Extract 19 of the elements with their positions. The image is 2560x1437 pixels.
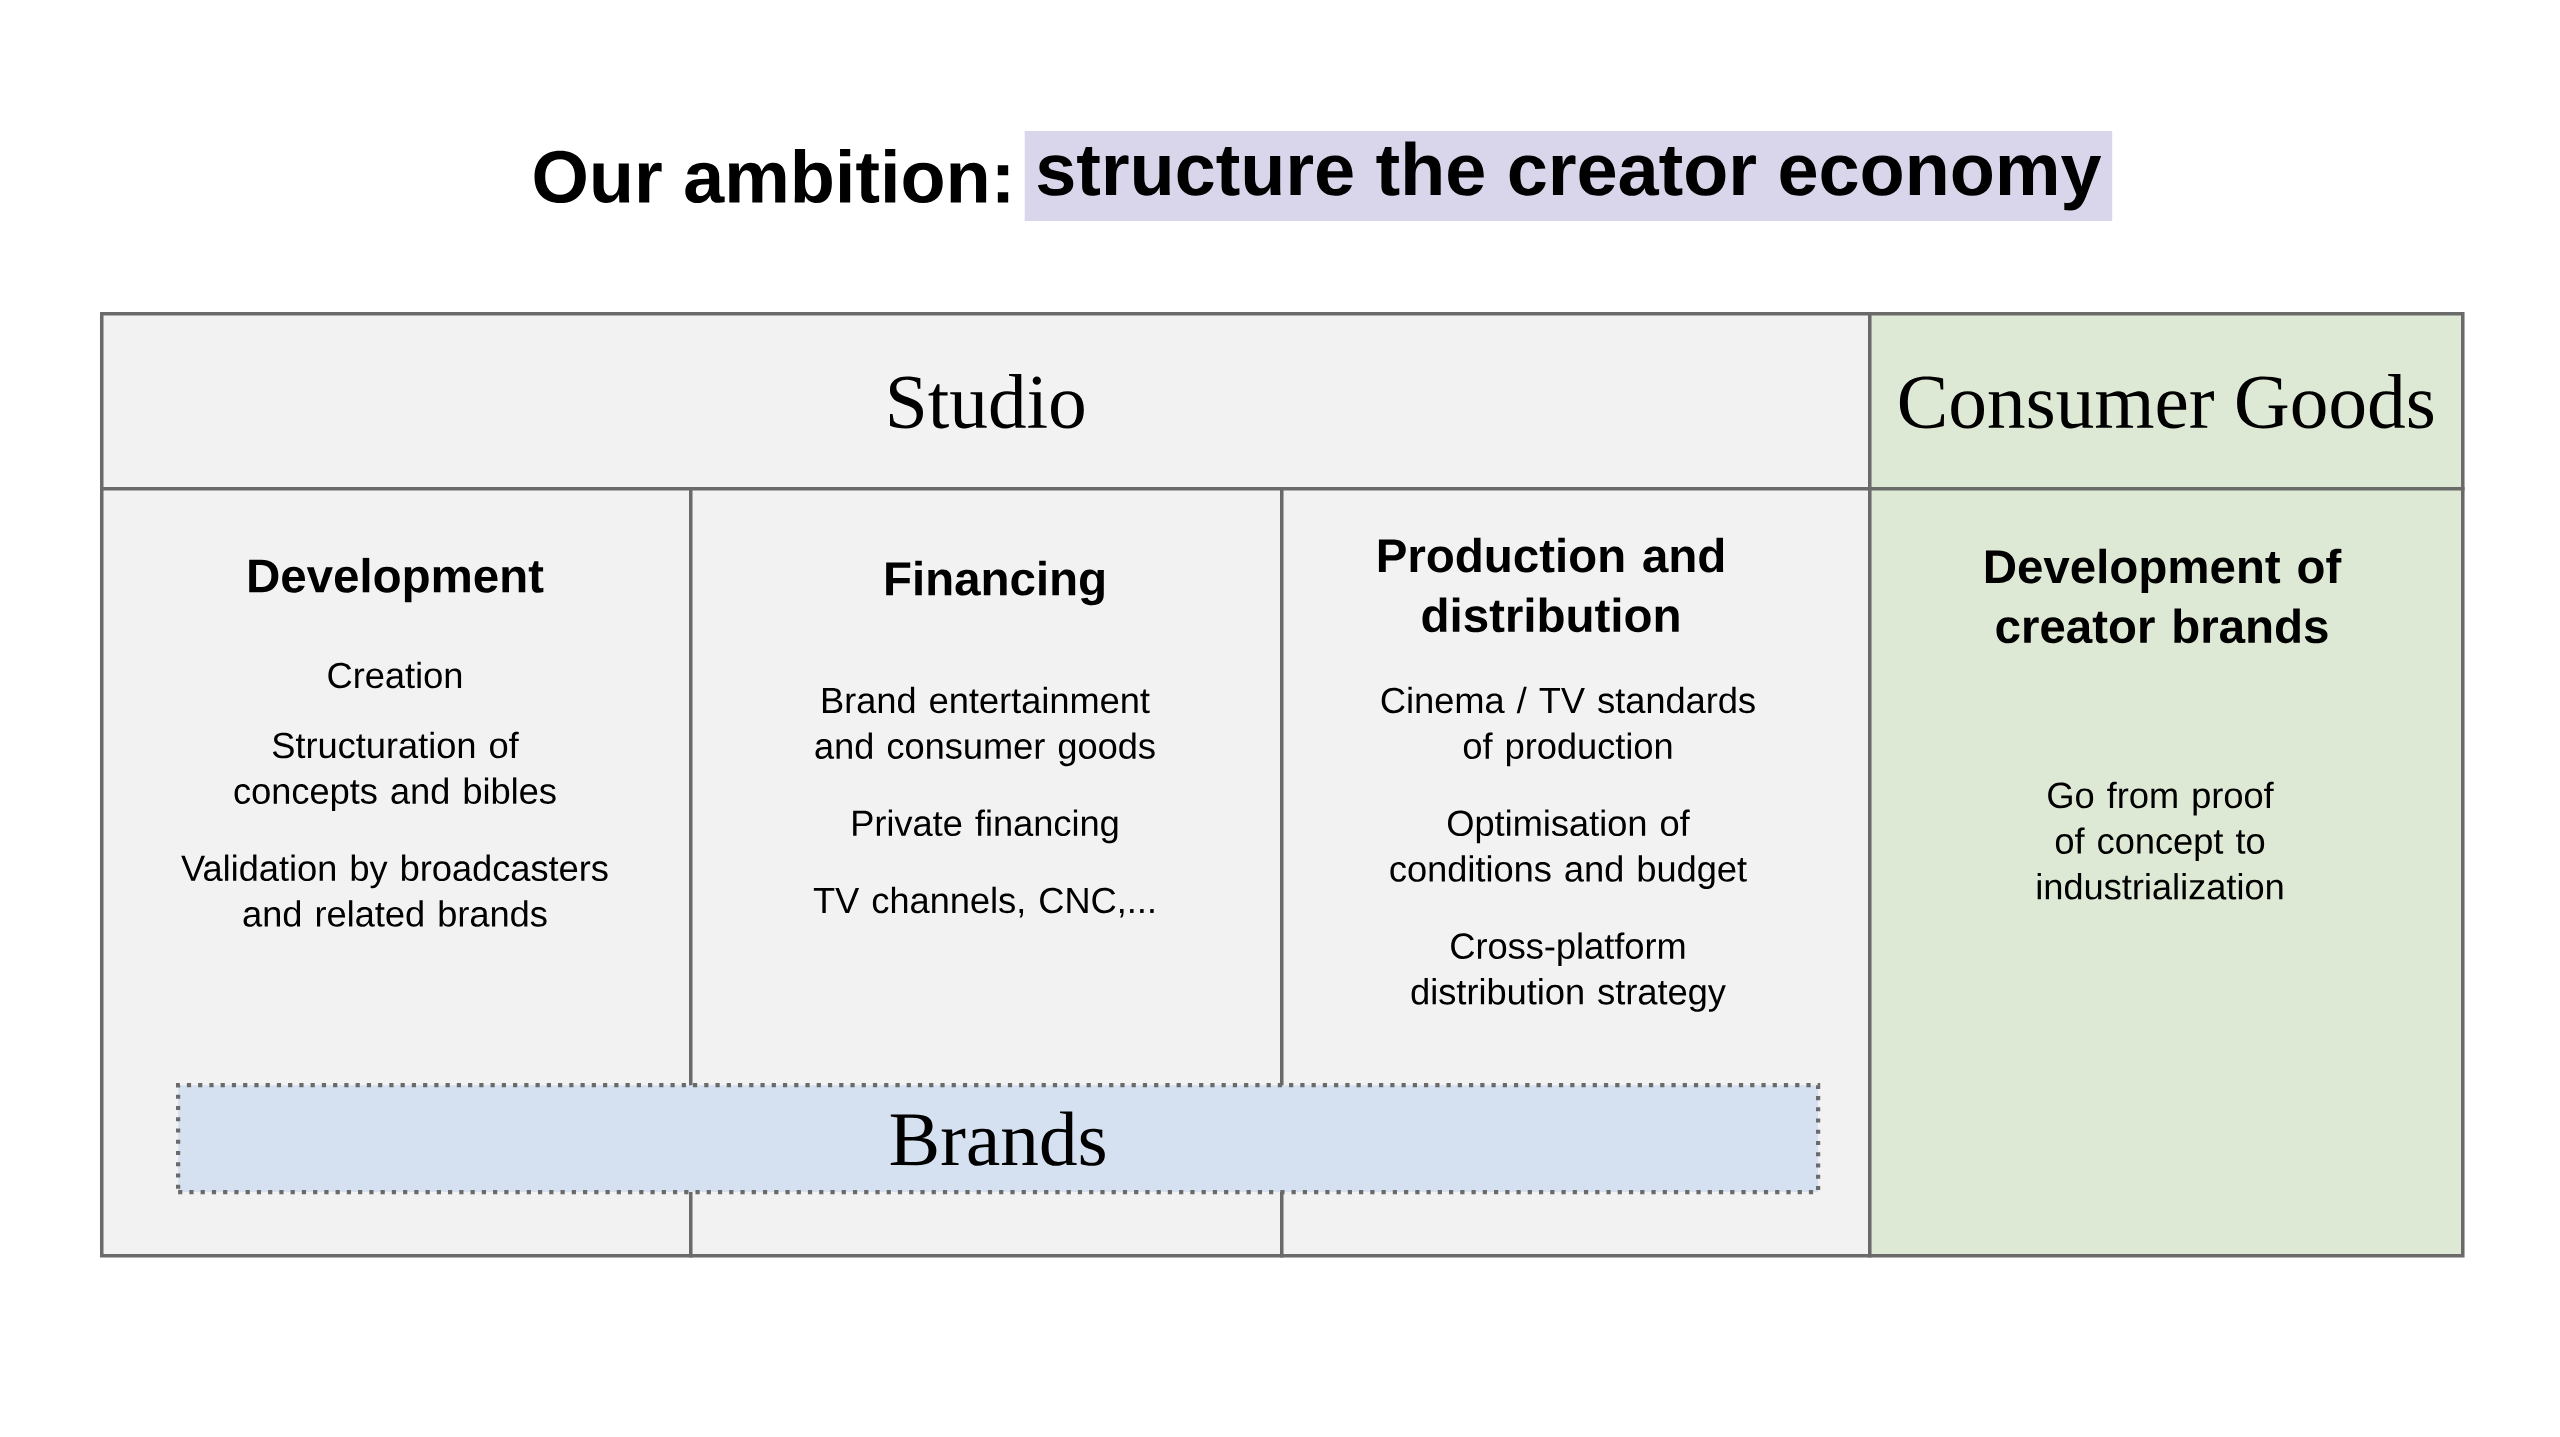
body-text: Cinema / TV standards of production [1381, 686, 1755, 767]
column-heading: Financing [886, 560, 1104, 606]
body-text: Optimisation of conditions and budget [1390, 809, 1747, 889]
title: Our ambition: [534, 148, 1009, 204]
band: Brands [176, 1083, 1821, 1195]
header-cell: Studio [100, 312, 1872, 491]
column-heading: Development [249, 557, 544, 603]
column-heading: Development of creator brands [1985, 548, 2342, 644]
body-text: TV channels, CNC,... [813, 886, 1154, 918]
body-text: Validation by broadcasters and related brands [181, 854, 608, 927]
body-text: Private financing [853, 809, 1118, 844]
body-text: Structuration of concepts and bibles [234, 731, 556, 812]
header-cell: Consumer Goods [1868, 312, 2465, 491]
body-text: Go from proof of concept to industrialization [2037, 781, 2283, 900]
body-text: Brand entertainment and consumer goods [815, 686, 1155, 767]
highlighted-text: structure the creator economy [1024, 131, 2113, 221]
body-text: Creation [328, 661, 462, 689]
column-heading: Production and distribution [1378, 537, 1724, 633]
body-text: Cross-platform distribution strategy [1411, 932, 1726, 1012]
